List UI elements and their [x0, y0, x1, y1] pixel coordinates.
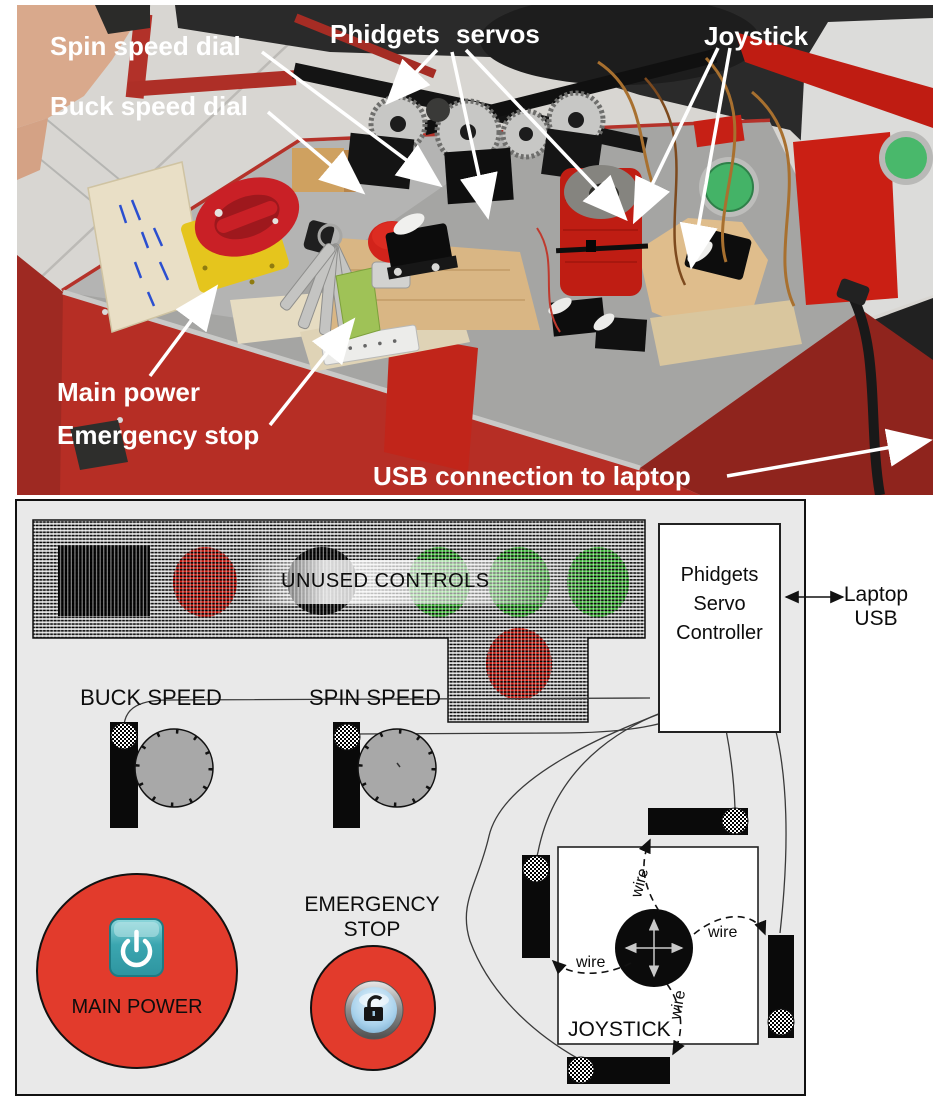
- unused-controls-label: UNUSED CONTROLS: [281, 570, 490, 592]
- photo-annotation-arrows: [148, 47, 933, 478]
- photo-label-spin-speed-dial: Spin speed dial: [50, 31, 241, 61]
- phidgets-servo-controller: Phidgets Servo Controller: [658, 523, 781, 733]
- wire-label-right: wire: [708, 924, 738, 941]
- spin-dial: [357, 728, 437, 808]
- photo-main-power-switch: [181, 177, 300, 293]
- laptop-usb-line-2: USB: [854, 607, 898, 630]
- emergency-line-1: EMERGENCY: [304, 893, 440, 916]
- emergency-line-2: STOP: [343, 918, 401, 941]
- wire-to-bottom-servo: [465, 698, 702, 1059]
- photo-label-buck-speed-dial: Buck speed dial: [50, 91, 248, 121]
- arrow-phidgets-servo-2: [450, 51, 498, 220]
- spin-speed-label: SPIN SPEED: [308, 685, 442, 710]
- buck-dial: [134, 728, 214, 808]
- lock-icon: [364, 995, 383, 1021]
- photo-label-main-power: Main power: [57, 377, 201, 407]
- joystick-left-servo-horn: [522, 855, 550, 883]
- joystick-label: JOYSTICK: [568, 1018, 671, 1041]
- joystick-top-servo-horn: [721, 807, 749, 835]
- arrow-joystick-2: [679, 47, 732, 270]
- buck-speed-label: BUCK SPEED: [80, 685, 222, 710]
- joystick-right-servo-horn: [767, 1008, 795, 1036]
- photo-label-phidgets-servos: Phidgets servos: [330, 19, 540, 49]
- arrow-main-power: [148, 284, 219, 378]
- photo-red-tape: [384, 32, 933, 472]
- power-icon: [109, 918, 164, 977]
- arrow-phidgets-servo-1: [385, 48, 439, 106]
- photo-label-usb-connection: USB connection to laptop: [373, 461, 691, 491]
- laptop-usb-line-1: Laptop: [843, 583, 909, 606]
- emergency-stop-button: [310, 945, 436, 1071]
- controller-line-3: Controller: [676, 622, 763, 644]
- arrow-phidgets-servo-3: [464, 48, 628, 222]
- arrow-usb-connection: [726, 428, 933, 478]
- spin-servo-horn: [333, 723, 361, 751]
- controller-line-2: Servo: [693, 593, 746, 615]
- arrow-spin-speed-dial: [260, 50, 443, 188]
- photo-hand: [17, 5, 150, 180]
- joystick-bottom-servo-horn: [567, 1056, 595, 1084]
- buck-speed-assembly: [110, 722, 214, 828]
- photo-usb-cable: [847, 292, 885, 495]
- arrow-buck-speed-dial: [266, 110, 366, 195]
- photo-label-joystick: Joystick: [704, 21, 809, 51]
- joystick-wires: [551, 838, 767, 1056]
- arrow-emergency-stop: [268, 317, 356, 427]
- buck-servo-horn: [110, 722, 138, 750]
- wire-label-left: wire: [576, 954, 606, 971]
- arrow-joystick-1: [632, 47, 720, 225]
- wire-to-right-servo: [765, 698, 787, 934]
- main-power-label: MAIN POWER: [71, 996, 203, 1018]
- joystick-direction-arrows: [624, 918, 684, 978]
- spin-speed-assembly: [333, 722, 437, 828]
- emergency-stop-label: EMERGENCY STOP: [292, 892, 452, 942]
- photo-label-emergency-stop: Emergency stop: [57, 420, 260, 450]
- unused-controls-panel: [32, 519, 646, 723]
- joystick-assembly: [522, 807, 795, 1084]
- laptop-usb-label: Laptop USB: [840, 583, 912, 631]
- controller-line-1: Phidgets: [680, 564, 759, 586]
- main-power-button: [36, 873, 238, 1069]
